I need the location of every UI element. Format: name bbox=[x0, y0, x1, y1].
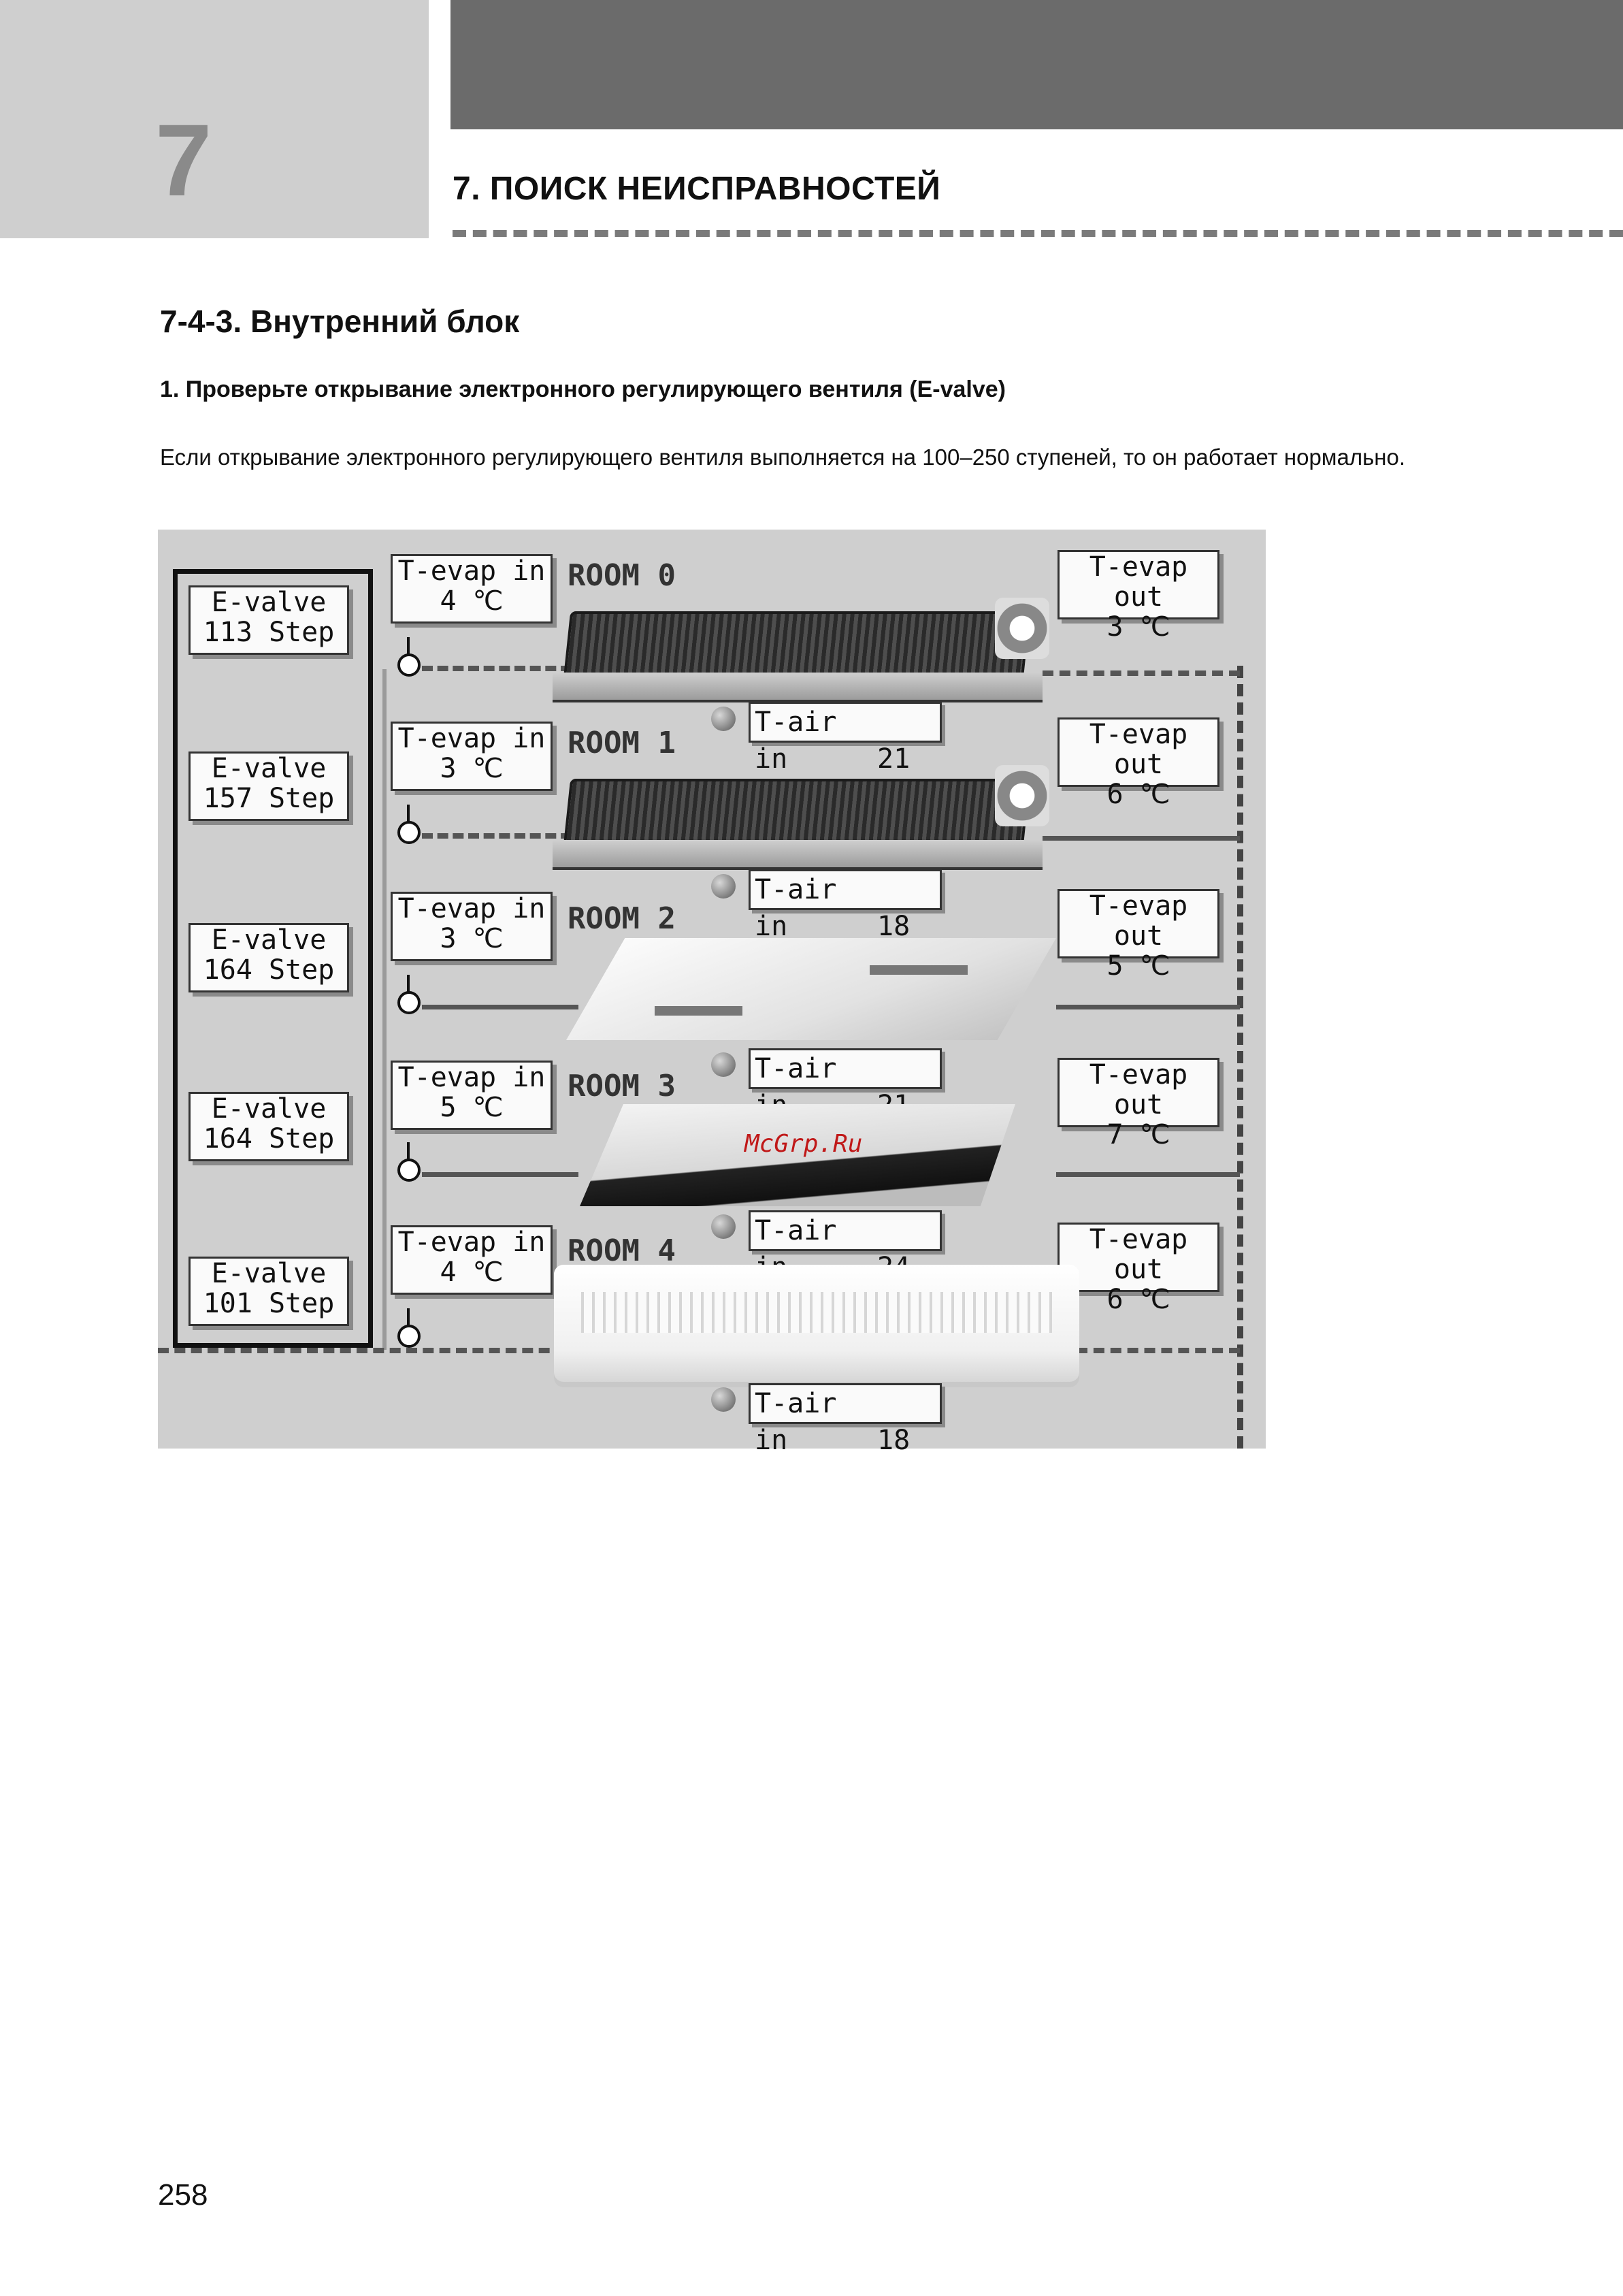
duct-fan-icon bbox=[995, 598, 1049, 659]
air-sensor-icon bbox=[711, 707, 736, 731]
valve-icon bbox=[397, 821, 421, 844]
duct-fan-icon bbox=[995, 765, 1049, 826]
valve-stem bbox=[407, 637, 410, 658]
valve-stem bbox=[407, 1142, 410, 1163]
cassette-unit-image bbox=[566, 938, 1056, 1040]
intro-paragraph: Если открывание электронного регулирующе… bbox=[160, 444, 1406, 470]
cassette-vent bbox=[870, 965, 968, 975]
header-bar bbox=[450, 0, 1623, 129]
watermark: McGrp.Ru bbox=[744, 1130, 863, 1158]
step-heading: 1. Проверьте открывание электронного рег… bbox=[160, 376, 1006, 402]
valve-icon bbox=[397, 1325, 421, 1348]
air-sensor-icon bbox=[711, 1052, 736, 1077]
evalve-group-frame bbox=[173, 569, 373, 1348]
chapter-number: 7 bbox=[155, 103, 212, 217]
room-label: ROOM 0 bbox=[568, 558, 676, 593]
duct-unit-base bbox=[553, 673, 1043, 702]
valve-icon bbox=[397, 1159, 421, 1182]
pipe-segment bbox=[422, 1005, 578, 1009]
gas-header-pipe bbox=[1237, 666, 1243, 1449]
room-label: ROOM 2 bbox=[568, 901, 676, 936]
chapter-title: 7. ПОИСК НЕИСПРАВНОСТЕЙ bbox=[453, 171, 941, 207]
air-sensor-icon bbox=[711, 874, 736, 899]
page-number: 258 bbox=[158, 2178, 208, 2212]
ceiling-unit-image bbox=[580, 1104, 1015, 1206]
liquid-header-pipe bbox=[382, 669, 387, 1350]
pipe-segment bbox=[422, 833, 572, 839]
pipe-segment bbox=[1043, 670, 1240, 676]
pipe-segment bbox=[158, 1348, 566, 1353]
pipe-segment bbox=[422, 666, 572, 671]
pipe-segment bbox=[1077, 1348, 1240, 1353]
pipe-segment bbox=[422, 1172, 578, 1177]
room-label: ROOM 3 bbox=[568, 1069, 676, 1103]
valve-icon bbox=[397, 653, 421, 677]
air-in-temp-box: T-air in24 bbox=[749, 1210, 942, 1283]
cassette-vent bbox=[654, 1006, 743, 1016]
valve-stem bbox=[407, 805, 410, 825]
header-divider bbox=[453, 230, 1623, 237]
pipe-segment bbox=[1043, 836, 1240, 841]
wall-unit-image bbox=[554, 1265, 1079, 1387]
pipe-segment bbox=[1056, 1005, 1240, 1009]
valve-stem bbox=[407, 1308, 410, 1329]
room-label: ROOM 1 bbox=[568, 726, 676, 760]
air-sensor-icon bbox=[711, 1387, 736, 1412]
valve-stem bbox=[407, 975, 410, 995]
room-label: ROOM 4 bbox=[568, 1233, 676, 1268]
section-title: 7-4-3. Внутренний блок bbox=[160, 304, 520, 339]
chapter-tab bbox=[0, 0, 429, 238]
wall-unit-grille bbox=[581, 1292, 1052, 1333]
air-sensor-icon bbox=[711, 1214, 736, 1239]
duct-unit-base bbox=[553, 840, 1043, 870]
pipe-segment bbox=[1056, 1172, 1240, 1177]
valve-icon bbox=[397, 991, 421, 1014]
